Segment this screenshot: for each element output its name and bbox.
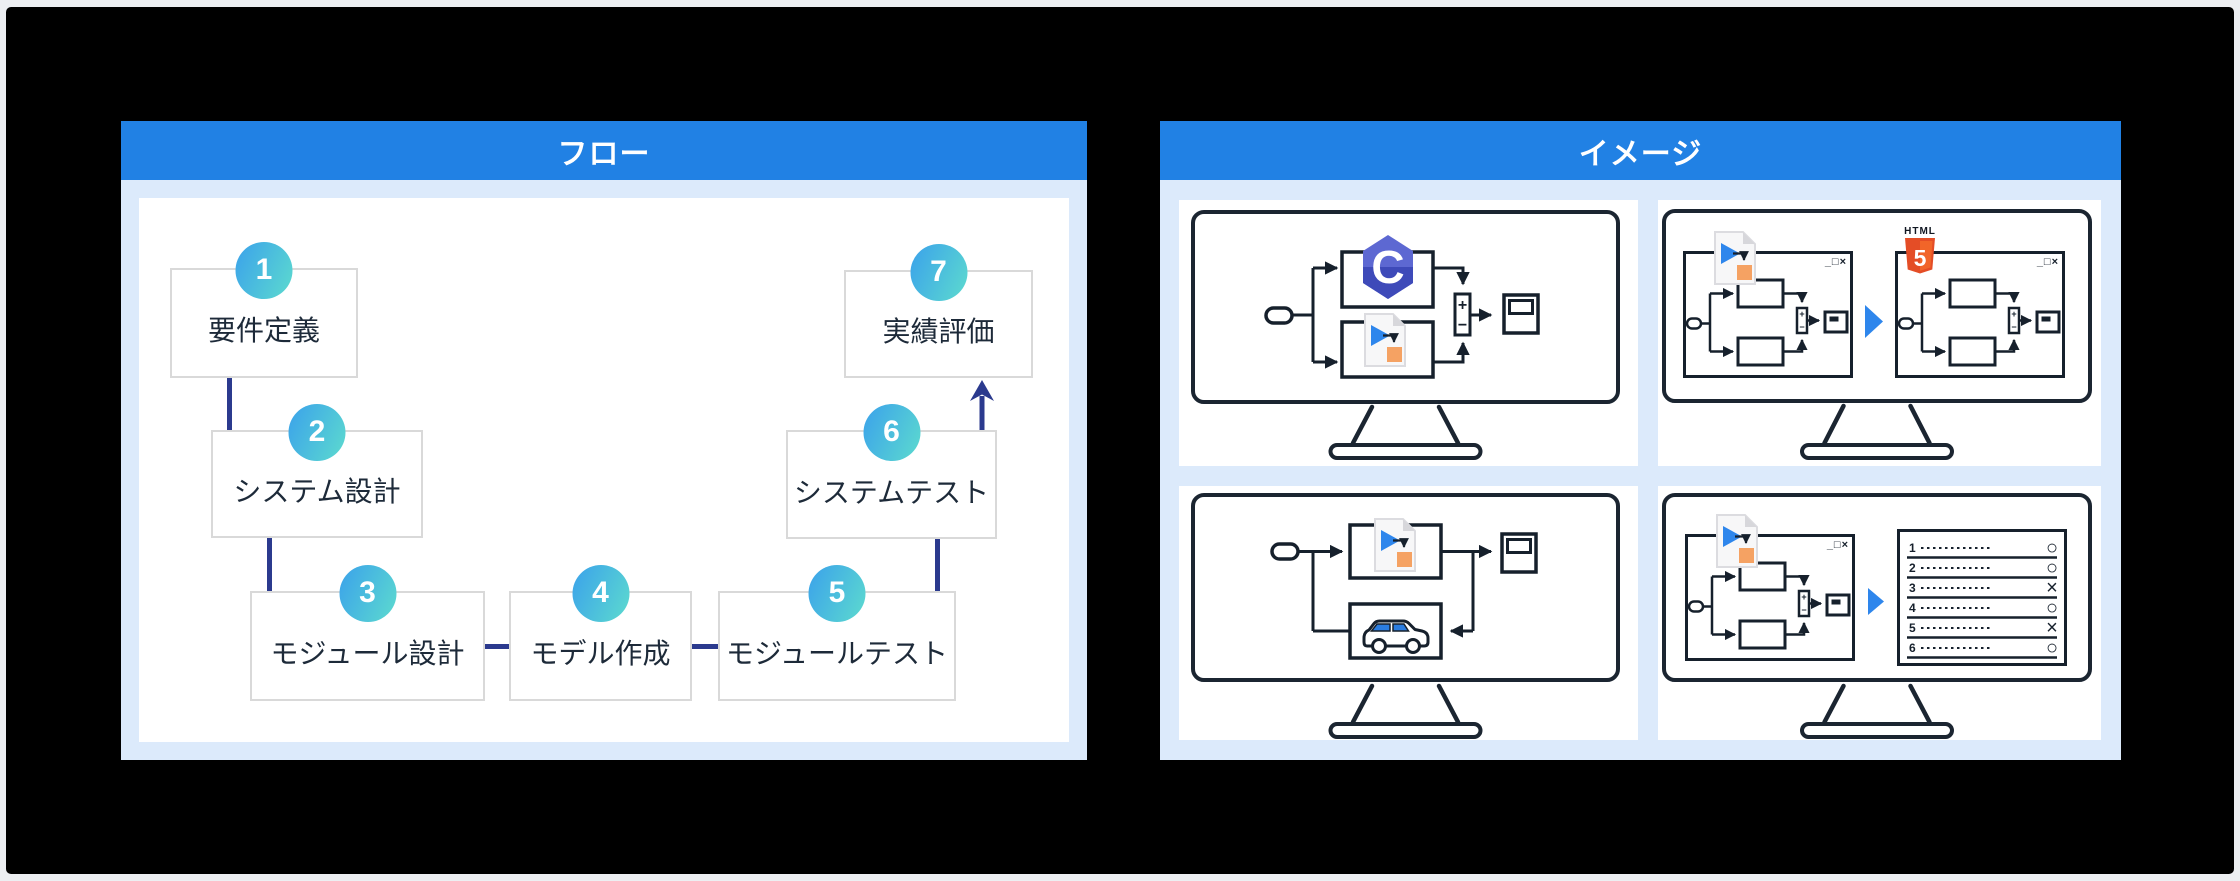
simulink-model-file-icon <box>1717 515 1757 567</box>
simulink-model-file-icon <box>1365 314 1405 366</box>
html5-logo-digit: 5 <box>1914 245 1927 271</box>
step-3-label: モジュール設計 <box>270 638 465 669</box>
result-symbol: × <box>2046 617 2058 639</box>
flow-step-3: 3 モジュール設計 <box>250 564 485 701</box>
sum-plus-sign: + <box>1801 592 1806 602</box>
flow-step-5: 5 モジュールテスト <box>718 564 956 701</box>
sum-block <box>1453 292 1472 337</box>
simulink-model-file-icon <box>1375 519 1415 571</box>
sum-plus-sign: + <box>2011 309 2016 319</box>
result-symbol: ○ <box>2046 557 2058 579</box>
step-1-badge: 1 <box>235 241 293 299</box>
flow-step-4: 4 モデル作成 <box>509 564 692 701</box>
result-symbol: ○ <box>2046 597 2058 619</box>
play-triangle-icon <box>1865 305 1883 338</box>
connector-3-4 <box>485 643 509 649</box>
result-symbol: ○ <box>2046 637 2058 659</box>
monitor-compare-c-model: C + − <box>1191 210 1620 460</box>
flow-panel-title: フロー <box>557 137 651 171</box>
result-symbol: × <box>2046 577 2058 599</box>
input-port-icon <box>1264 306 1294 325</box>
step-4-badge: 4 <box>572 564 629 622</box>
test-result-list: 1 2 3 4 5 6 ○ ○ × ○ × ○ <box>1897 529 2067 666</box>
input-port-icon <box>1270 542 1300 561</box>
flow-step-2: 2 システム設計 <box>211 403 423 538</box>
step-3-badge: 3 <box>339 564 396 622</box>
model-window <box>1685 253 1852 377</box>
sum-minus-sign: − <box>2011 322 2016 332</box>
model-window <box>1687 536 1854 660</box>
sum-plus-sign: + <box>1799 309 1804 319</box>
step-4-label: モデル作成 <box>530 638 671 669</box>
result-row-number: 3 <box>1909 581 1916 595</box>
step-2-label: システム設計 <box>233 476 401 507</box>
monitor-model-to-html: _□× + − _□× + − HTML 5 <box>1662 209 2092 460</box>
result-row-lines <box>1907 547 2057 659</box>
diagram-lines <box>1292 261 1493 369</box>
monitor-stand <box>1328 683 1483 739</box>
simulink-model-file-icon <box>1715 232 1755 284</box>
flow-panel: フロー 1 要件定義 2 <box>121 121 1087 760</box>
step-7-badge: 7 <box>910 243 967 301</box>
result-row-number: 4 <box>1909 601 1916 615</box>
connector-4-5 <box>692 643 718 649</box>
monitor-stand <box>1800 683 1954 739</box>
connector-1-2 <box>226 378 232 430</box>
scope-display-icon <box>1502 293 1540 335</box>
monitor-stand <box>1328 404 1483 460</box>
connector-2-3 <box>266 538 272 591</box>
flow-panel-body: 1 要件定義 2 システム設計 3 モジュール設計 4 モデル作成 5 モジ <box>121 180 1087 760</box>
result-row-number: 2 <box>1909 561 1916 575</box>
play-triangle-icon <box>1868 588 1884 615</box>
flow-canvas: 1 要件定義 2 システム設計 3 モジュール設計 4 モデル作成 5 モジ <box>139 198 1069 742</box>
window-controls: _□× <box>1826 539 1849 551</box>
c-logo-letter: C <box>1371 241 1404 293</box>
card-bottom-left <box>1179 486 1638 740</box>
sum-plus-sign: + <box>1458 297 1467 314</box>
monitor-stand <box>1800 403 1954 460</box>
step-2-badge: 2 <box>288 403 346 461</box>
result-row-number: 1 <box>1909 541 1916 555</box>
image-panel: イメージ <box>1160 121 2121 760</box>
step-5-badge: 5 <box>808 564 866 622</box>
connector-5-6 <box>934 539 940 591</box>
scope-display-icon <box>1500 532 1538 574</box>
step-7-label: 実績評価 <box>882 316 995 347</box>
card-top-right: _□× + − _□× + − HTML 5 <box>1658 200 2101 466</box>
step-6-label: システムテスト <box>793 476 990 508</box>
monitor-car-simulation <box>1191 493 1620 739</box>
image-panel-title: イメージ <box>1578 137 1703 171</box>
flow-step-6: 6 システムテスト <box>786 403 997 539</box>
flow-panel-header: フロー <box>121 121 1087 180</box>
html5-logo-caption: HTML <box>1904 226 1936 237</box>
flow-step-1: 1 要件定義 <box>170 241 358 378</box>
result-symbol: ○ <box>2046 537 2058 559</box>
sum-minus-sign: − <box>1458 317 1467 334</box>
window-controls: _□× <box>1824 256 1847 268</box>
diagram-lines <box>1298 544 1493 638</box>
result-row-number: 5 <box>1909 621 1916 635</box>
sum-minus-sign: − <box>1801 605 1806 615</box>
flow-step-7: 7 実績評価 <box>844 243 1033 378</box>
card-bottom-right: _□× + − <box>1658 486 2101 740</box>
sum-minus-sign: − <box>1799 322 1804 332</box>
result-row-number: 6 <box>1909 641 1916 655</box>
image-panel-header: イメージ <box>1160 121 2121 180</box>
image-panel-body: C + − _□× + <box>1160 180 2121 760</box>
arrow-6-7 <box>970 380 994 430</box>
window-controls: _□× <box>2036 256 2059 268</box>
step-5-label: モジュールテスト <box>725 638 949 669</box>
step-1-label: 要件定義 <box>207 315 320 346</box>
step-6-badge: 6 <box>863 403 920 461</box>
card-top-left: C + − <box>1179 200 1638 466</box>
monitor-test-results: _□× + − <box>1662 493 2092 739</box>
